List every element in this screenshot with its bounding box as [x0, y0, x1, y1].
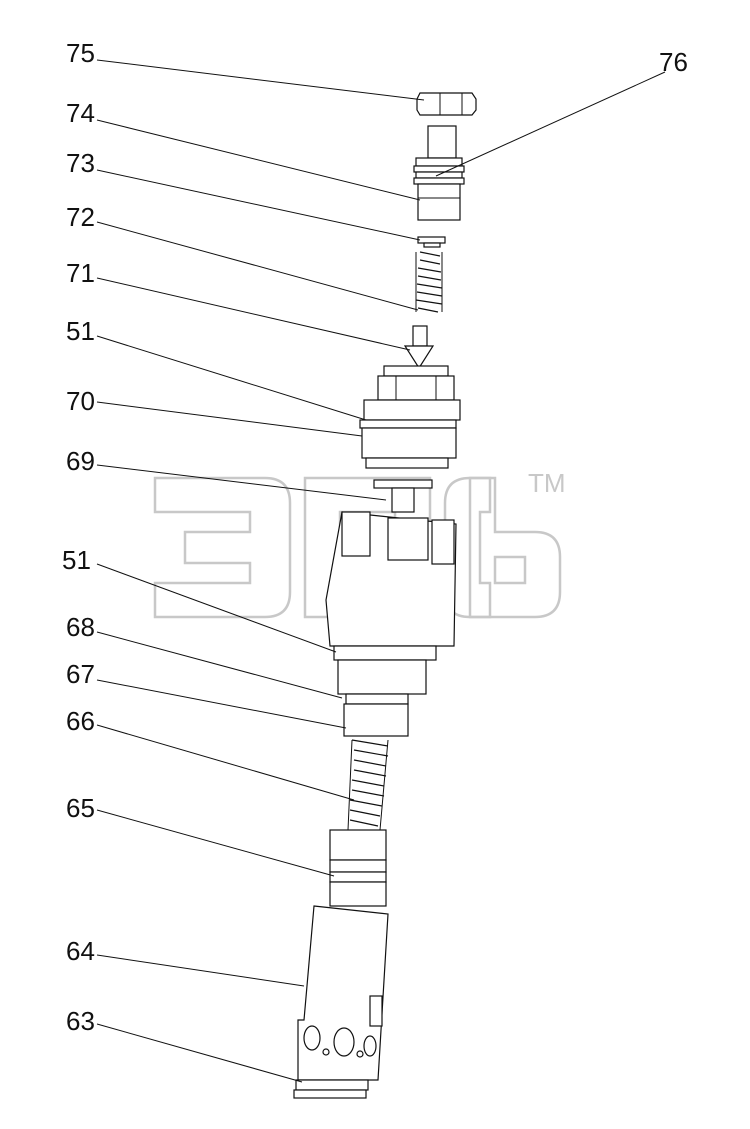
callout-72: 72: [66, 202, 95, 232]
callout-64: 64: [66, 936, 95, 966]
part-66-spring: [347, 739, 389, 831]
callout-51-lower: 51: [62, 545, 91, 575]
callout-65: 65: [66, 793, 95, 823]
callout-74: 74: [66, 98, 95, 128]
callout-63: 63: [66, 1006, 95, 1036]
callout-51-upper: 51: [66, 316, 95, 346]
part-71-needle: [403, 325, 435, 370]
callout-71: 71: [66, 258, 95, 288]
callout-70: 70: [66, 386, 95, 416]
part-64-sleeve: [293, 905, 389, 1099]
part-69-disc: [373, 479, 433, 513]
callout-66: 66: [66, 706, 95, 736]
part-67-bushing: [343, 693, 409, 737]
watermark-trademark: TM: [528, 468, 566, 498]
callout-68: 68: [66, 612, 95, 642]
callout-73: 73: [66, 148, 95, 178]
part-65-spool: [329, 829, 387, 907]
part-74-screw: [413, 125, 465, 221]
part-housing: [325, 511, 457, 695]
callout-75: 75: [66, 38, 95, 68]
part-70-valve-body: [359, 365, 461, 469]
callout-labels: 75 76 74 73 72 71 51 70 69 51 68 67 66 6…: [62, 38, 688, 1036]
part-75-nut: [416, 92, 477, 116]
part-72-spring: [415, 251, 443, 313]
callout-67: 67: [66, 659, 95, 689]
leader-lines: [96, 59, 666, 1083]
callout-76: 76: [659, 47, 688, 77]
callout-69: 69: [66, 446, 95, 476]
part-73-spring-seat: [417, 236, 446, 248]
